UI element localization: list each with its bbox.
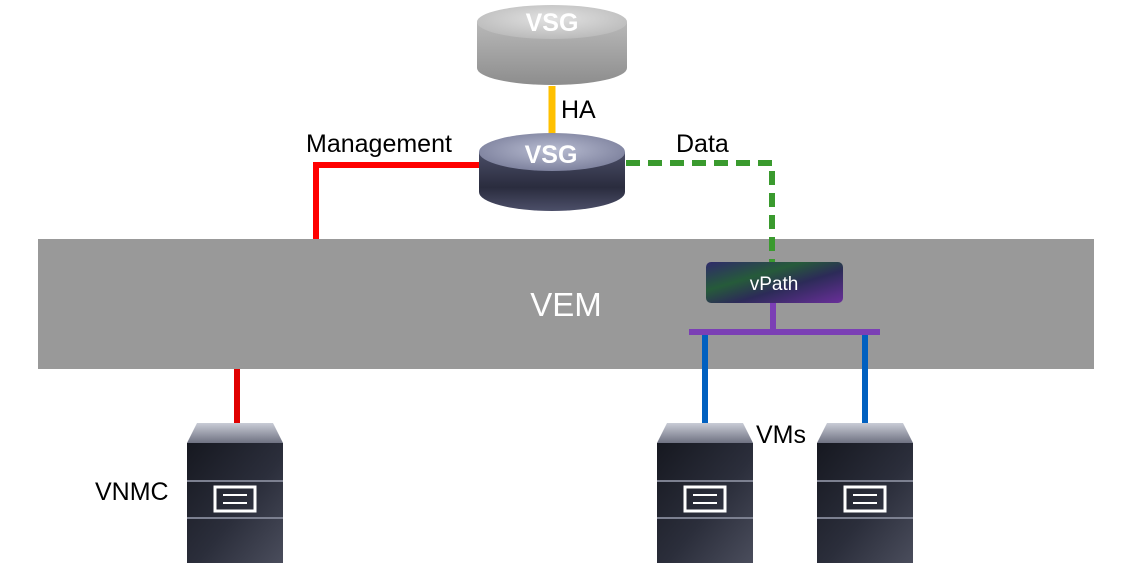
management-label: Management (306, 130, 452, 158)
vm-server-icon-1 (657, 423, 753, 563)
vpath-box (706, 262, 843, 303)
vsg-standby-label: VSG (526, 9, 579, 37)
vsg-active-cylinder (479, 133, 625, 211)
vsg-active-label: VSG (525, 141, 578, 169)
vnmc-label: VNMC (95, 478, 169, 506)
vnmc-server-icon (187, 423, 283, 563)
data-label: Data (676, 130, 729, 158)
vpath-label: vPath (750, 274, 799, 295)
vms-label: VMs (756, 421, 806, 449)
vem-label: VEM (530, 286, 602, 323)
management-link (313, 162, 486, 239)
vm-server-icon-2 (817, 423, 913, 563)
vem-bar (38, 239, 1094, 369)
vsg-standby-cylinder (477, 5, 627, 85)
data-link (626, 160, 775, 262)
ha-label: HA (561, 96, 596, 124)
